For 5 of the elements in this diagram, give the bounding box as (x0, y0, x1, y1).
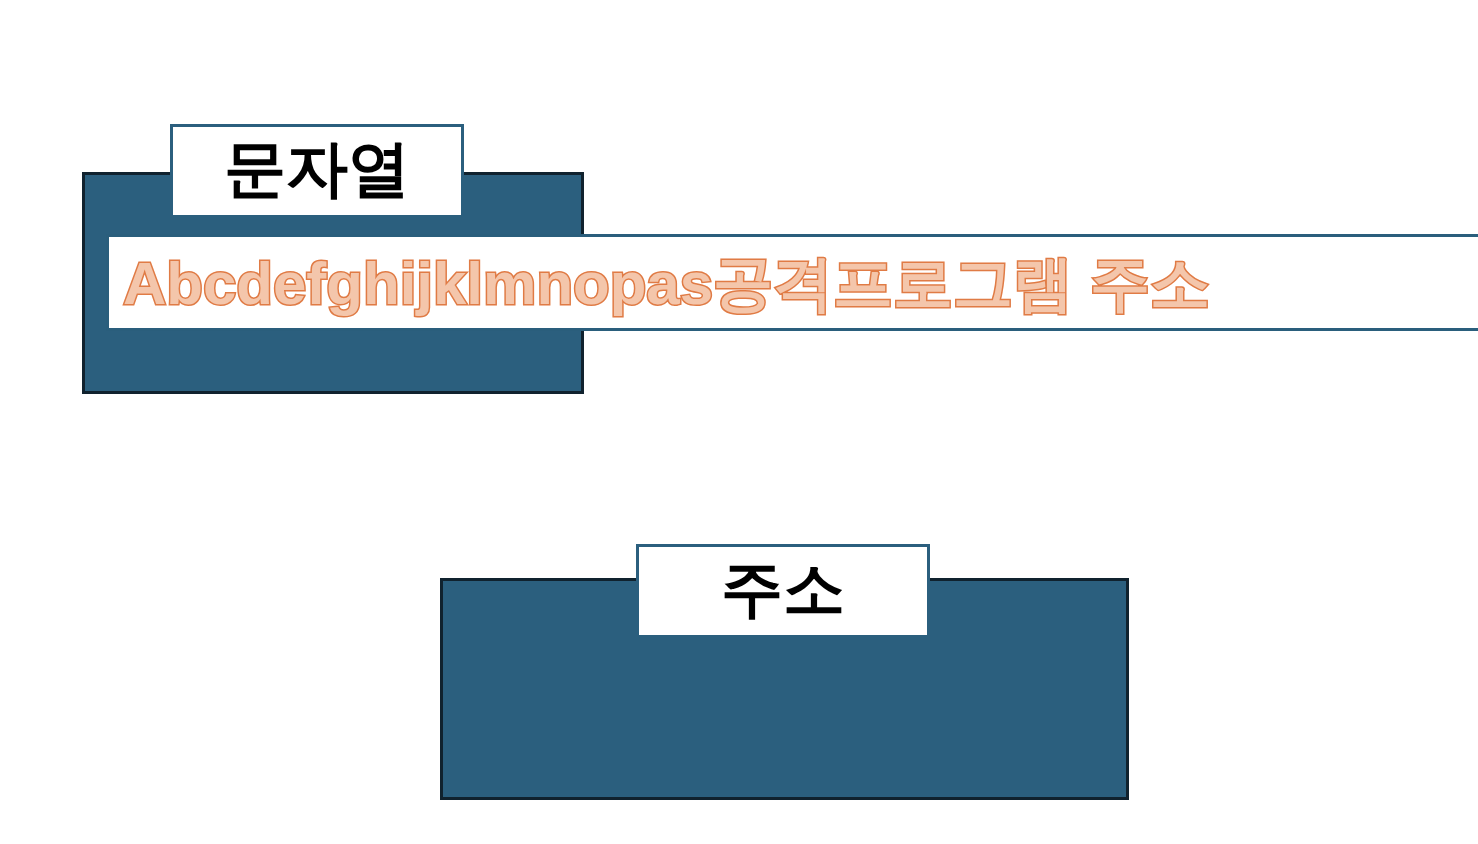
text-band (106, 234, 1478, 331)
titled-panel (440, 544, 1129, 800)
panel-title: 주소 (720, 558, 846, 620)
panel-title: 문자열 (223, 138, 411, 200)
outlined-text: Abcdefghijklmnopas공격프로그램 주소 (123, 251, 1210, 317)
